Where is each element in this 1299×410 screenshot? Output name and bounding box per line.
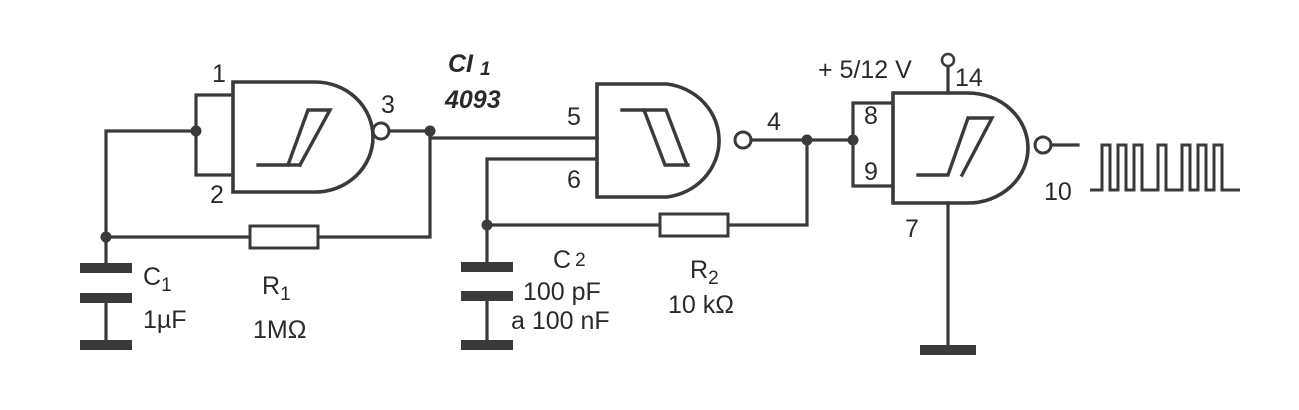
capacitor-c2 (461, 262, 513, 301)
gate-3-nand-schmitt (851, 91, 1053, 205)
wire-r1-right (316, 129, 432, 239)
gate-1-body (231, 80, 375, 194)
resistor-r2 (658, 212, 730, 238)
pin-label: 6 (567, 166, 581, 194)
pin-label: 3 (381, 91, 395, 119)
r2-designator: R2 (690, 256, 719, 289)
pin-label: 1 (212, 60, 226, 88)
gate-3-body (891, 91, 1030, 205)
gate-3-hysteresis-symbol (916, 116, 995, 178)
output-square-wave (1090, 143, 1240, 192)
gate-1-nand-schmitt (194, 80, 391, 194)
junction-dot (847, 134, 859, 146)
vcc-terminal (940, 52, 956, 68)
resistor-r1 (248, 224, 320, 250)
pin-label: 8 (864, 102, 878, 130)
wire-g2-pin6 (485, 157, 599, 227)
c2-value-max: a 100 nF (511, 307, 610, 335)
gate-1-input-tie-wire (194, 93, 235, 177)
c1-designator: C1 (143, 263, 172, 296)
junction-dot (801, 134, 813, 146)
r2-value: 10 kΩ (668, 291, 734, 319)
gate-2-hysteresis-symbol (620, 108, 690, 167)
gate-2-body (595, 82, 721, 199)
ground-symbol-c1 (80, 340, 132, 350)
supply-voltage-label: + 5/12 V (818, 56, 912, 84)
gate-1-hysteresis-symbol (256, 108, 333, 168)
c1-value: 1µF (143, 306, 187, 334)
pin-label-vcc: 14 (955, 64, 983, 92)
pin-label: 7 (905, 215, 919, 243)
wire-c1-to-g1-input (104, 129, 198, 239)
ground-symbol-c2 (461, 340, 513, 350)
pin-label: 9 (864, 158, 878, 186)
gate-1-output-bubble (371, 121, 391, 141)
pin-label: 10 (1044, 178, 1072, 206)
pin-label: 5 (567, 103, 581, 131)
junction-dot (481, 219, 493, 231)
ground-symbol-ic (920, 345, 976, 355)
wire-r2-right (726, 138, 809, 227)
r1-value: 1MΩ (253, 316, 306, 344)
gate-3-output-bubble (1033, 135, 1053, 155)
capacitor-c1 (80, 263, 132, 303)
junction-dot (190, 125, 202, 137)
r1-designator: R1 (262, 272, 291, 305)
wire-g1-to-g2 (428, 129, 599, 140)
ic-part-label: 4093 (444, 86, 501, 114)
pin-label: 2 (210, 181, 224, 209)
ic-name-label: CI 1 (448, 50, 491, 80)
junction-dot (100, 231, 112, 243)
pin-label: 4 (767, 108, 781, 136)
gate-2-nand-schmitt (595, 82, 753, 199)
junction-dot (424, 125, 436, 137)
c2-value-min: 100 pF (523, 278, 601, 306)
gate-2-output-bubble (733, 130, 753, 150)
